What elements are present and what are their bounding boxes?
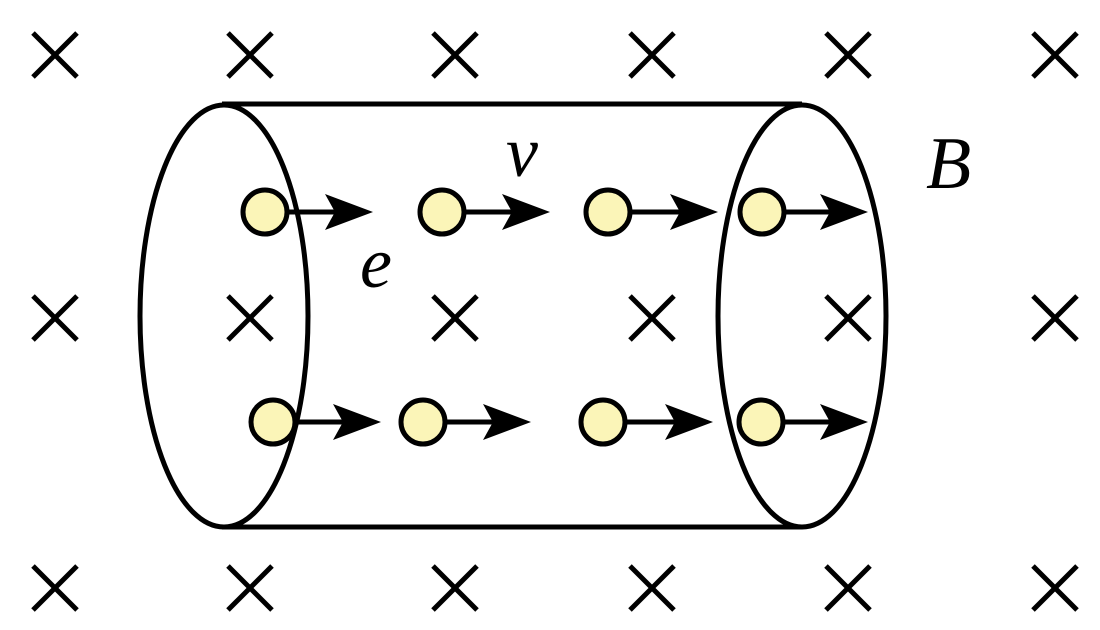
arrowhead xyxy=(670,194,718,230)
cross-into-page-icon xyxy=(31,564,79,612)
cross-into-page-icon xyxy=(1031,31,1079,79)
magnetic-field-crosses xyxy=(31,31,1079,612)
arrowhead xyxy=(820,194,868,230)
electron xyxy=(736,397,868,447)
electron xyxy=(417,187,550,237)
cross-into-page-icon xyxy=(431,564,479,612)
magnetic-field-label: B xyxy=(926,123,971,205)
cross-into-page-icon xyxy=(226,294,274,342)
cross-into-page-icon xyxy=(628,31,676,79)
cross-into-page-icon xyxy=(1031,294,1079,342)
electron xyxy=(248,397,381,447)
electron-circle-icon xyxy=(248,397,298,447)
cylinder-left-end xyxy=(137,102,311,530)
electron xyxy=(578,397,713,447)
electron xyxy=(737,187,868,237)
electron-group xyxy=(240,187,868,447)
cross-into-page-icon xyxy=(628,294,676,342)
cross-into-page-icon xyxy=(824,294,872,342)
electron-circle-icon xyxy=(578,397,628,447)
cross-into-page-icon xyxy=(31,31,79,79)
electron xyxy=(240,187,373,237)
cross-into-page-icon xyxy=(431,31,479,79)
conductor-cylinder xyxy=(137,101,889,530)
arrowhead xyxy=(502,194,550,230)
velocity-label: v xyxy=(506,112,538,192)
arrowhead xyxy=(333,404,381,440)
electron-circle-icon xyxy=(736,397,786,447)
arrowhead xyxy=(483,404,531,440)
arrowhead xyxy=(325,194,373,230)
arrowhead xyxy=(665,404,713,440)
electron-circle-icon xyxy=(398,397,448,447)
cross-into-page-icon xyxy=(31,294,79,342)
arrowhead xyxy=(820,404,868,440)
electron-circle-icon xyxy=(737,187,787,237)
cross-into-page-icon xyxy=(226,564,274,612)
cross-into-page-icon xyxy=(431,294,479,342)
electron xyxy=(583,187,718,237)
cross-into-page-icon xyxy=(824,564,872,612)
electron-circle-icon xyxy=(240,187,290,237)
electron-circle-icon xyxy=(583,187,633,237)
cross-into-page-icon xyxy=(1031,564,1079,612)
cross-into-page-icon xyxy=(226,31,274,79)
electron xyxy=(398,397,531,447)
electron-circle-icon xyxy=(417,187,467,237)
electron-label: e xyxy=(360,223,392,303)
cylinder-right-end xyxy=(715,102,889,530)
cross-into-page-icon xyxy=(628,564,676,612)
cross-into-page-icon xyxy=(824,31,872,79)
